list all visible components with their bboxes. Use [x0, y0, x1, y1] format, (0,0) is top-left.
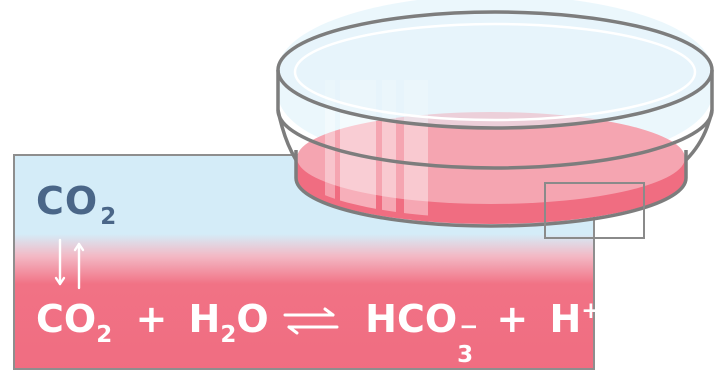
dish-lid-bottom-edge	[276, 109, 714, 170]
eq-h2o-h: H	[188, 297, 221, 341]
co2-gas-main: CO	[36, 179, 99, 223]
eq-plus-1: +	[135, 297, 168, 341]
co2-gas-label: CO2	[36, 179, 117, 229]
bicarbonate-equation: CO2 + H2O HCO−3 + H+	[36, 297, 601, 367]
eq-hco3-superscript: −	[459, 314, 479, 340]
down-arrow-head	[54, 276, 66, 286]
dish-wall-right	[684, 109, 714, 162]
dish-lid-inner-rim	[293, 22, 697, 122]
eq-h2o-o: O	[236, 297, 269, 341]
eq-co2-main: CO	[36, 297, 97, 341]
eq-hco3-main: HCO	[365, 297, 458, 341]
dish-lid-rim	[276, 10, 714, 130]
vertical-equilibrium-arrows	[54, 238, 85, 290]
co2-gas-subscript: 2	[100, 204, 118, 230]
reverse-arrow-head	[287, 325, 299, 335]
dish-base-outline	[294, 150, 688, 228]
eq-co2-subscript: 2	[96, 322, 113, 348]
forward-arrow-head	[323, 307, 335, 317]
zoom-box	[544, 182, 645, 239]
eq-plus-2: +	[496, 297, 529, 341]
dish-medium-surface	[297, 112, 685, 204]
up-arrow-head	[73, 242, 85, 252]
eq-h2o-subscript: 2	[220, 322, 237, 348]
eq-h-superscript: +	[581, 298, 601, 324]
dish-lid-wall	[276, 70, 714, 110]
eq-h-main: H	[549, 297, 582, 341]
horizontal-equilibrium-arrows	[283, 307, 339, 335]
dish-wall-left	[276, 109, 298, 161]
eq-hco3-subscript: 3	[457, 342, 474, 368]
